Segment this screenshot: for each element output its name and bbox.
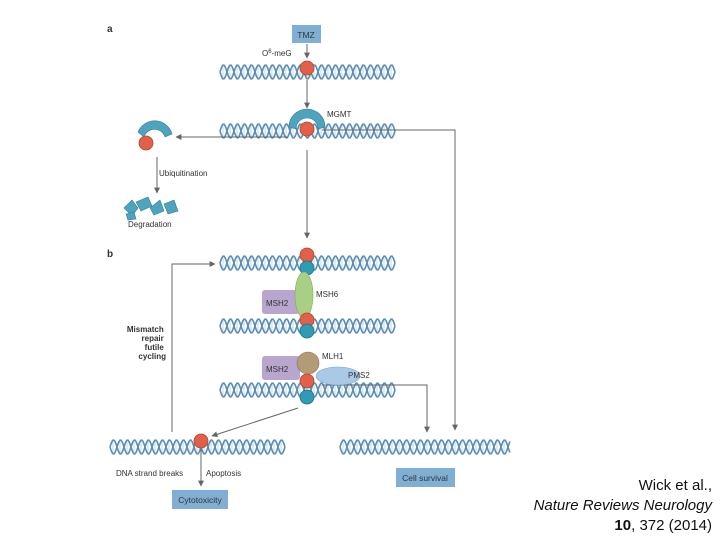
mgmt-bound-lesion: [299, 121, 315, 137]
dna-helix-1: [219, 64, 396, 80]
degradation-fragments-icon: [123, 196, 179, 221]
pms2-label: PMS2: [348, 371, 370, 380]
tmz-label: TMZ: [297, 30, 314, 40]
panel-label-b: b: [107, 249, 113, 260]
pathway-arrows: [154, 44, 458, 487]
dna-break-lesion: [193, 433, 209, 449]
mmr-lesion-1: [299, 247, 315, 263]
detached-lesion: [138, 135, 154, 151]
o6meg-lesion: [299, 60, 315, 76]
pms2-protein: [315, 366, 361, 386]
cytotoxicity-box: [172, 490, 228, 509]
dna-helix-6: [109, 439, 286, 455]
msh2-protein-1: [262, 290, 300, 314]
cell-survival-box: [396, 468, 455, 487]
citation-volume: 10: [614, 517, 632, 534]
dna-helix-7: [339, 439, 511, 455]
msh6-protein: [294, 271, 314, 319]
mlh1-protein: [296, 351, 320, 375]
citation: Wick et al., Nature Reviews Neurology 10…: [534, 476, 712, 536]
degradation-label: Degradation: [128, 220, 172, 229]
citation-pages: , 372 (2014): [631, 517, 712, 534]
dna-breaks-label: DNA strand breaks: [116, 469, 183, 478]
apoptosis-label: Apoptosis: [206, 469, 241, 478]
panel-label-a: a: [107, 24, 113, 35]
mmr-base-3: [299, 389, 315, 405]
citation-volume-pages: 10, 372 (2014): [534, 516, 712, 536]
mgmt-label: MGMT: [327, 110, 352, 119]
msh6-label: MSH6: [316, 290, 339, 299]
o6meg-label: O6-meG: [262, 49, 292, 58]
citation-authors: Wick et al.,: [638, 477, 712, 494]
msh2-protein-2: [262, 356, 300, 380]
msh2-label-2: MSH2: [266, 365, 289, 374]
mmr-cycling-label: Mismatch repair futile cycling: [127, 325, 166, 361]
ubiquitination-label: Ubiquitination: [159, 169, 207, 178]
citation-journal: Nature Reviews Neurology: [533, 497, 712, 514]
tmz-box: [292, 25, 321, 43]
mgmt-detached-icon: [137, 120, 173, 138]
mgmt-protein: [288, 108, 326, 130]
msh2-label-1: MSH2: [266, 299, 289, 308]
cell-survival-label: Cell survival: [402, 473, 448, 483]
mlh1-label: MLH1: [322, 352, 344, 361]
mmr-base-2: [299, 323, 315, 339]
cytotoxicity-label: Cytotoxicity: [178, 495, 222, 505]
mmr-lesion-3: [299, 373, 315, 389]
